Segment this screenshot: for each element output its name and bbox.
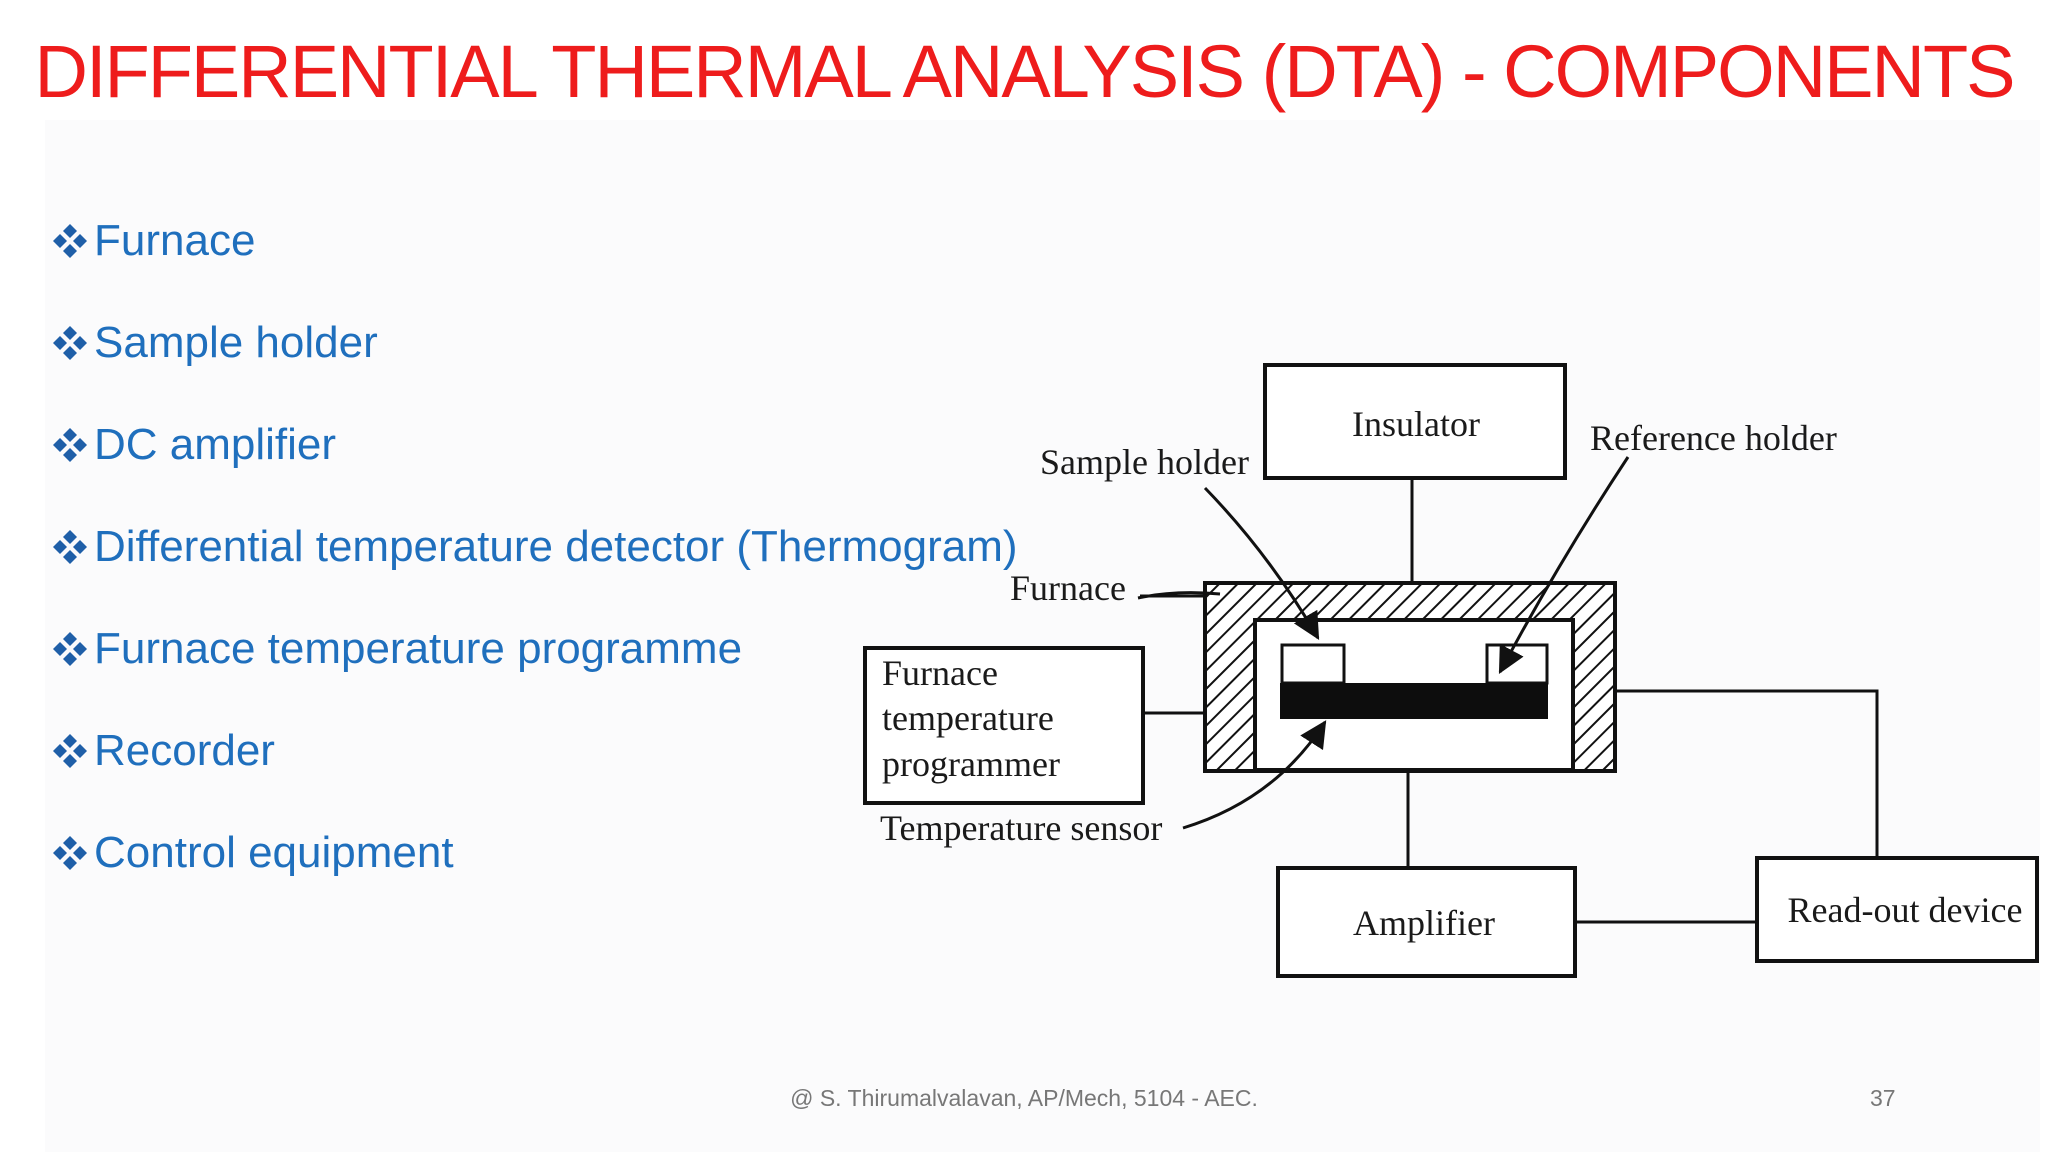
temperature-sensor-label: Temperature sensor <box>880 808 1162 848</box>
four-diamond-icon <box>53 632 87 666</box>
list-item-text: Furnace temperature programme <box>94 624 743 673</box>
list-item: Furnace temperature programme <box>50 598 1018 700</box>
pointer-arrows <box>1137 456 1630 830</box>
list-item-text: Furnace <box>94 216 256 265</box>
amplifier-box <box>1276 866 1577 978</box>
heating-block <box>1280 683 1548 719</box>
page-number: 37 <box>1870 1085 1896 1111</box>
insulator-label: Insulator <box>1352 404 1480 444</box>
list-item: Furnace <box>50 190 1018 292</box>
slide-footer: @ S. Thirumalvalavan, AP/Mech, 5104 - AE… <box>790 1085 1258 1111</box>
programmer-label-line-3: programmer <box>882 744 1060 784</box>
list-item-text: Sample holder <box>94 318 378 367</box>
four-diamond-icon <box>53 734 87 768</box>
readout-device-label: Read-out device <box>1788 890 2023 930</box>
slide-title: DIFFERENTIAL THERMAL ANALYSIS (DTA) - CO… <box>34 30 2016 113</box>
list-item: DC amplifier <box>50 394 1018 496</box>
amplifier-label: Amplifier <box>1353 903 1495 943</box>
readout-device-box <box>1755 856 2039 963</box>
list-item-text: Differential temperature detector (Therm… <box>94 522 1018 571</box>
sample-holder-label: Sample holder <box>1040 442 1249 482</box>
list-item-text: DC amplifier <box>94 420 337 469</box>
programmer-box <box>863 646 1145 805</box>
component-list: Furnace Sample holder DC amplifier Diffe… <box>50 190 1018 904</box>
four-diamond-icon <box>53 326 87 360</box>
reference-holder-label: Reference holder <box>1590 418 1837 458</box>
four-diamond-icon <box>53 224 87 258</box>
four-diamond-icon <box>53 428 87 462</box>
list-item-text: Control equipment <box>94 828 454 877</box>
four-diamond-icon <box>53 836 87 870</box>
list-item: Control equipment <box>50 802 1018 904</box>
list-item: Differential temperature detector (Therm… <box>50 496 1018 598</box>
furnace-label: Furnace <box>1010 568 1126 608</box>
four-diamond-icon <box>53 530 87 564</box>
connector-lines <box>1140 478 1879 924</box>
sample-holder-cup <box>1280 643 1346 685</box>
reference-holder-cup <box>1485 643 1549 685</box>
list-item: Sample holder <box>50 292 1018 394</box>
slide-background <box>45 120 2040 1152</box>
insulator-box <box>1263 363 1567 480</box>
list-item-text: Recorder <box>94 726 275 775</box>
list-item: Recorder <box>50 700 1018 802</box>
programmer-label-line-2: temperature <box>882 698 1054 738</box>
programmer-label-line-1: Furnace <box>882 653 998 693</box>
